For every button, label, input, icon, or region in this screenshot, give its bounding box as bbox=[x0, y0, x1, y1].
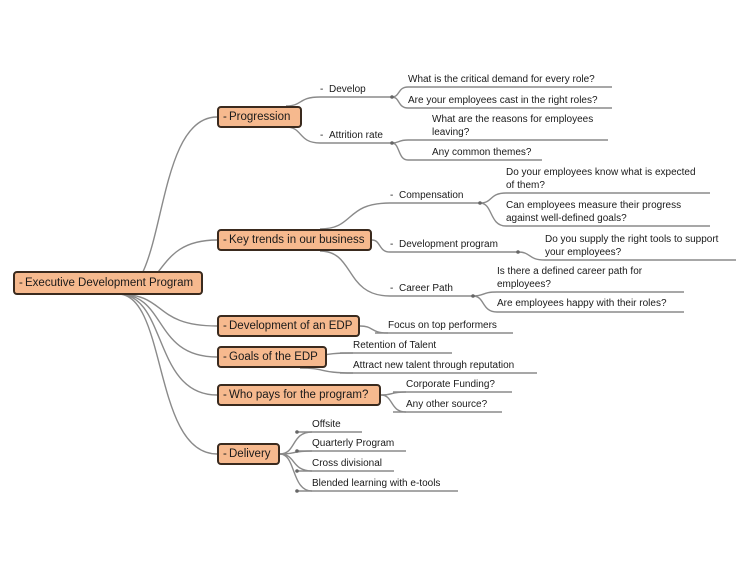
link-leaf-17 bbox=[279, 453, 313, 472]
link-develop bbox=[285, 96, 321, 107]
junction-dot-4 bbox=[471, 294, 475, 298]
topic-progression[interactable]: -Progression bbox=[217, 106, 302, 128]
leaf-right-tools[interactable]: Do you supply the right tools to support… bbox=[545, 234, 719, 258]
leaf-retention-talent[interactable]: Retention of Talent bbox=[353, 340, 437, 351]
root-topic-label: Executive Development Program bbox=[25, 277, 194, 289]
subtopic-develop[interactable]: -Develop bbox=[320, 84, 366, 95]
topic-who-pays[interactable]: -Who pays for the program? bbox=[217, 384, 381, 406]
subtopic-development-program[interactable]: -Development program bbox=[390, 239, 498, 250]
leaf-blended-learning[interactable]: Blended learning with e-tools bbox=[312, 478, 441, 489]
junction-dot-1 bbox=[390, 141, 394, 145]
link-devprog bbox=[371, 239, 391, 253]
root-link-0 bbox=[117, 116, 218, 295]
leaf-corporate-funding[interactable]: Corporate Funding? bbox=[406, 379, 495, 390]
link-leaf-18 bbox=[279, 453, 313, 492]
link-leaf-9 bbox=[472, 295, 498, 313]
root-link-5 bbox=[117, 293, 218, 455]
leaf-employees-happy[interactable]: Are employees happy with their roles? bbox=[497, 298, 667, 309]
subtopic-career-path[interactable]: -Career Path bbox=[390, 283, 453, 294]
topic-development-of-edp[interactable]: -Development of an EDP bbox=[217, 315, 360, 337]
link-leaf-6 bbox=[479, 202, 507, 227]
link-leaf-7 bbox=[517, 251, 546, 261]
link-leaf-10 bbox=[359, 325, 389, 334]
link-attrition bbox=[285, 126, 321, 144]
root-link-4 bbox=[117, 293, 218, 396]
leaf-common-themes[interactable]: Any common themes? bbox=[432, 147, 532, 158]
root-link-3 bbox=[117, 293, 218, 358]
junction-dot-2 bbox=[478, 201, 482, 205]
link-leaf-1 bbox=[391, 86, 409, 98]
leaf-right-roles[interactable]: Are your employees cast in the right rol… bbox=[408, 95, 598, 106]
topic-goals-of-edp[interactable]: -Goals of the EDP bbox=[217, 346, 327, 368]
leaf-critical-demand[interactable]: What is the critical demand for every ro… bbox=[408, 74, 595, 85]
junction-dot-8 bbox=[295, 489, 299, 493]
leaf-attract-new-talent[interactable]: Attract new talent through reputation bbox=[353, 360, 515, 371]
junction-dot-0 bbox=[390, 95, 394, 99]
subtopic-compensation[interactable]: -Compensation bbox=[390, 190, 464, 201]
link-leaf-4 bbox=[391, 142, 409, 161]
junction-dot-5 bbox=[295, 430, 299, 434]
link-leaf-8 bbox=[472, 291, 498, 297]
leaf-other-source[interactable]: Any other source? bbox=[406, 399, 488, 410]
link-leaf-3 bbox=[391, 139, 409, 144]
link-compensation bbox=[319, 202, 391, 230]
junction-dot-3 bbox=[516, 250, 520, 254]
topic-key-trends[interactable]: -Key trends in our business bbox=[217, 229, 372, 251]
link-leaf-5 bbox=[479, 192, 507, 204]
link-careerpath bbox=[319, 250, 391, 297]
junction-dot-6 bbox=[295, 449, 299, 453]
link-leaf-14 bbox=[380, 394, 407, 413]
root-link-2 bbox=[117, 293, 218, 327]
leaf-offsite[interactable]: Offsite bbox=[312, 419, 341, 430]
topic-delivery[interactable]: -Delivery bbox=[217, 443, 280, 465]
leaf-cross-divisional[interactable]: Cross divisional bbox=[312, 458, 383, 469]
link-leaf-2 bbox=[391, 96, 409, 109]
subtopic-attrition-rate[interactable]: -Attrition rate bbox=[320, 130, 383, 141]
leaf-quarterly-program[interactable]: Quarterly Program bbox=[312, 438, 395, 449]
junction-dot-7 bbox=[295, 469, 299, 473]
root-topic[interactable]: -Executive Development Program bbox=[13, 271, 203, 295]
link-leaf-12 bbox=[299, 367, 354, 374]
leaf-focus-top-performers[interactable]: Focus on top performers bbox=[388, 320, 497, 331]
